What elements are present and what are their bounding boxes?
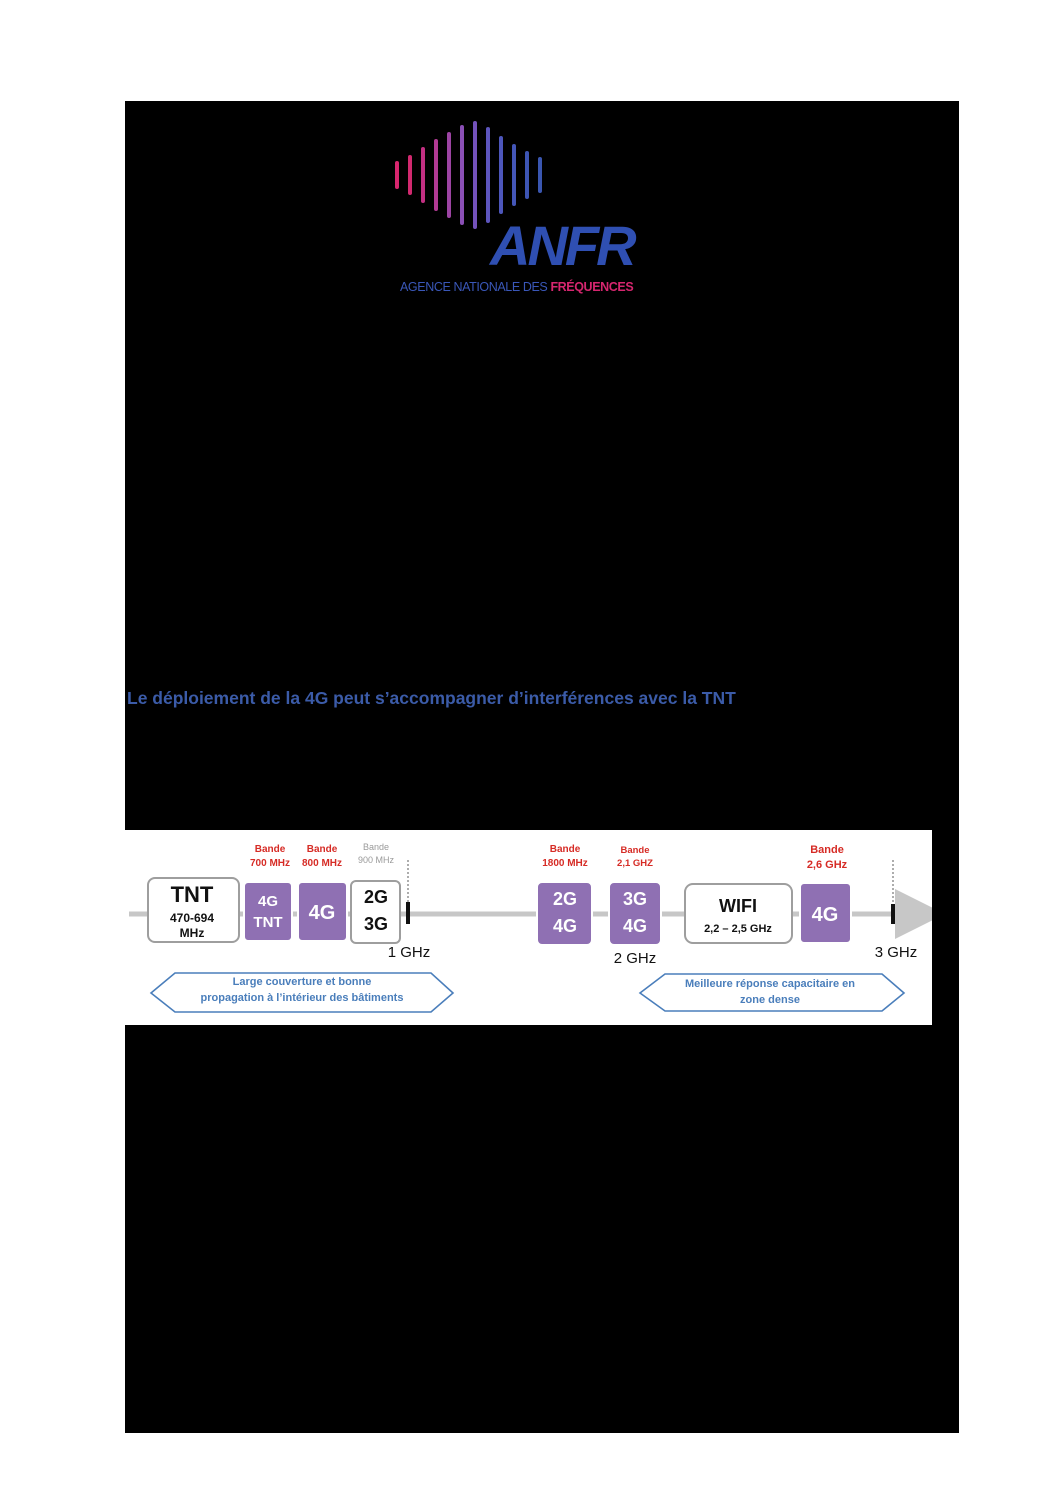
band-700-line2: TNT: [253, 914, 282, 931]
band-2600-box: [799, 882, 852, 944]
wifi-box: [684, 883, 793, 944]
band-900-box: [350, 880, 401, 944]
wave-bar: [421, 147, 425, 203]
logo-tagline: AGENCE NATIONALE DES FRÉQUENCES: [400, 280, 634, 294]
band-2600-line1: 4G: [812, 904, 839, 926]
tnt-range: 470-694: [170, 911, 214, 925]
band-label-2100-freq: 2,1 GHZ: [617, 858, 653, 869]
wave-bar: [447, 132, 451, 218]
wifi-range: 2,2 – 2,5 GHz: [704, 923, 772, 935]
band-900-line1: 2G: [364, 887, 388, 907]
wave-bar: [512, 144, 516, 206]
frequency-spectrum-diagram: Bande 700 MHz Bande 800 MHz Bande 900 MH…: [125, 830, 932, 1025]
callout-left: [149, 972, 455, 1013]
band-label-800-freq: 800 MHz: [302, 858, 342, 869]
band-700-line1: 4G: [258, 893, 278, 910]
band-label-2600-freq: 2,6 GHz: [807, 859, 848, 871]
wave-bar: [473, 121, 477, 229]
tick-mark-1ghz: [406, 902, 410, 924]
band-1800-box: [536, 881, 593, 946]
wave-bar: [538, 157, 542, 193]
wave-bars-icon: [395, 115, 565, 235]
band-label-2100: Bande: [620, 845, 649, 856]
wave-bar: [460, 125, 464, 225]
band-label-1800-freq: 1800 MHz: [542, 858, 588, 869]
tnt-title: TNT: [171, 882, 214, 907]
band-900-line2: 3G: [364, 914, 388, 934]
wave-bar: [395, 161, 399, 189]
band-label-700: Bande: [255, 844, 286, 855]
wave-bar: [486, 127, 490, 223]
band-2100-box: [608, 881, 662, 946]
band-label-900-freq: 900 MHz: [358, 855, 395, 865]
callout-right-line2: zone dense: [740, 994, 800, 1006]
band-label-2600: Bande: [810, 844, 844, 856]
band-label-900: Bande: [363, 842, 389, 852]
band-800-box: [297, 881, 348, 942]
wave-bar: [434, 139, 438, 211]
wave-bar: [525, 151, 529, 199]
tnt-box: [147, 877, 240, 943]
wave-bar: [408, 155, 412, 195]
callout-right: [638, 973, 906, 1012]
band-label-800: Bande: [307, 844, 338, 855]
tick-label-1ghz: 1 GHz: [388, 944, 431, 961]
band-700-box: [243, 881, 293, 942]
logo-brand: ANFR: [490, 214, 637, 277]
callout-right-line1: Meilleure réponse capacitaire en: [685, 978, 855, 990]
tick-label-3ghz: 3 GHz: [875, 944, 918, 961]
wave-bar: [499, 136, 503, 214]
band-label-1800: Bande: [550, 844, 581, 855]
band-label-700-freq: 700 MHz: [250, 858, 290, 869]
band-1800-line1: 2G: [553, 889, 577, 909]
tnt-unit: MHz: [180, 926, 205, 940]
band-800-line1: 4G: [309, 902, 336, 924]
tick-mark-3ghz: [891, 904, 895, 924]
callout-left-line2: propagation à l’intérieur des bâtiments: [201, 992, 404, 1004]
document-page: [125, 101, 959, 1433]
callout-left-line1: Large couverture et bonne: [233, 976, 372, 988]
band-2100-line2: 4G: [623, 916, 647, 936]
band-1800-line2: 4G: [553, 916, 577, 936]
wifi-title: WIFI: [719, 896, 757, 916]
anfr-logo: ANFR AGENCE NATIONALE DES FRÉQUENCES: [380, 110, 680, 300]
spectrum-svg: Bande 700 MHz Bande 800 MHz Bande 900 MH…: [129, 842, 932, 1013]
section-heading: Le déploiement de la 4G peut s’accompagn…: [127, 688, 736, 708]
tick-label-2ghz: 2 GHz: [614, 950, 657, 967]
band-2100-line1: 3G: [623, 889, 647, 909]
